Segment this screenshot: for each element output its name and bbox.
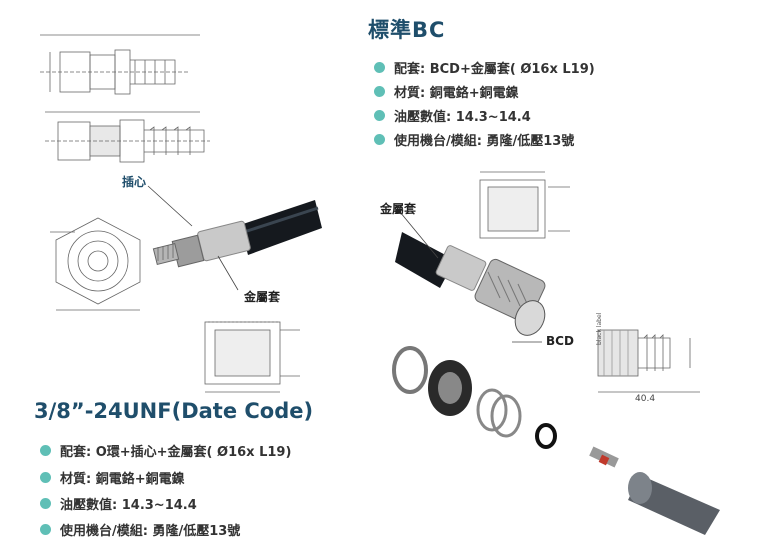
bc-spec-text: 配套: BCD+金屬套( Ø16x L19) — [394, 62, 595, 77]
unf-spec-item: 使用機台/模組: 勇隆/低壓13號 — [40, 520, 240, 539]
bc-spec-item: 材質: 銅電鉻+銅電鎳 — [374, 82, 519, 101]
bc-spec-item: 油壓數值: 14.3~14.4 — [374, 106, 531, 125]
cross-section-drawing — [45, 111, 210, 163]
sleeve-callout-left: 金屬套 — [244, 290, 281, 304]
exploded-parts-photo — [392, 346, 720, 535]
unf-spec-text: 配套: O環+插心+金屬套( Ø16x L19) — [60, 445, 292, 460]
unf-spec-item: 材質: 銅電鉻+銅電鎳 — [40, 468, 185, 487]
right-hose-assembly-photo — [395, 232, 546, 336]
bullet-dot — [40, 524, 51, 535]
bullet-dot — [374, 110, 385, 121]
bullet-dot — [40, 498, 51, 509]
dimension-label: 40.4 — [635, 394, 656, 404]
part-marking-label: black label — [596, 312, 603, 345]
bcd-callout: BCD — [546, 334, 574, 348]
bc-spec-text: 使用機台/模組: 勇隆/低壓13號 — [394, 134, 575, 149]
bc-spec-item: 配套: BCD+金屬套( Ø16x L19) — [374, 58, 595, 77]
bullet-dot — [374, 62, 385, 73]
callout-leader-lines — [147, 185, 542, 343]
bullet-dot — [374, 134, 385, 145]
bc-spec-text: 油壓數值: 14.3~14.4 — [394, 110, 531, 125]
bullet-dot — [374, 86, 385, 97]
left-hose-assembly-photo — [152, 200, 322, 268]
unf-spec-text: 材質: 銅電鉻+銅電鎳 — [60, 472, 185, 487]
unf-spec-text: 油壓數值: 14.3~14.4 — [60, 498, 197, 513]
sleeve-callout-right: 金屬套 — [380, 202, 417, 216]
bcd-drawing — [597, 329, 700, 393]
side-view-drawing — [40, 34, 200, 95]
unf-spec-item: 配套: O環+插心+金屬套( Ø16x L19) — [40, 441, 291, 460]
bc-spec-item: 使用機台/模組: 勇隆/低壓13號 — [374, 130, 574, 149]
bullet-dot — [40, 472, 51, 483]
insert-callout: 插心 — [122, 175, 147, 189]
right-sleeve-drawing — [479, 171, 570, 239]
bc-spec-text: 材質: 銅電鉻+銅電鎳 — [394, 86, 519, 101]
hex-end-view-drawing — [50, 217, 141, 311]
unf-title: 3/8”-24UNF(Date Code) — [34, 399, 314, 423]
left-sleeve-drawing — [204, 321, 300, 393]
bullet-dot — [40, 445, 51, 456]
unf-spec-item: 油壓數值: 14.3~14.4 — [40, 494, 197, 513]
unf-spec-text: 使用機台/模組: 勇隆/低壓13號 — [60, 524, 241, 539]
bc-title: 標準BC — [368, 18, 446, 42]
